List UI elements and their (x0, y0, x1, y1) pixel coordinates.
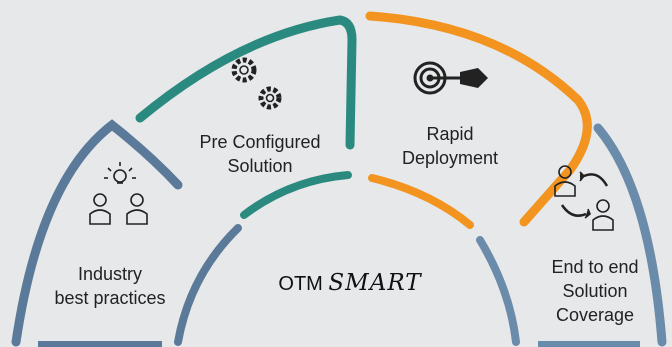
center-title: OTM SMART (255, 270, 445, 296)
inner-arc-left (174, 224, 242, 346)
segment-coverage-outer-arc (593, 123, 667, 347)
segment-industry-outer-arc (11, 119, 183, 347)
inner-arc-teal (240, 171, 352, 219)
idea-people-icon (89, 162, 148, 225)
segment-industry-label: Industry best practices (54, 264, 166, 308)
target-dart-icon (413, 61, 488, 95)
center-title-brand: SMART (328, 270, 422, 296)
inner-arc-right (476, 236, 520, 346)
segment-preconfigured-outer-arc (135, 15, 357, 150)
segment-rapid-label: Rapid Deployment (401, 124, 499, 168)
segment-coverage-label: End to end Solution Coverage (551, 257, 639, 325)
center-title-prefix: OTM (278, 273, 323, 295)
inner-arc-orange (368, 174, 474, 229)
segment-preconfigured-label: Pre Configured Solution (199, 132, 321, 176)
people-exchange-icon (554, 165, 614, 231)
gears-icon (231, 57, 282, 110)
segment-rapid-outer-arc (365, 11, 592, 227)
